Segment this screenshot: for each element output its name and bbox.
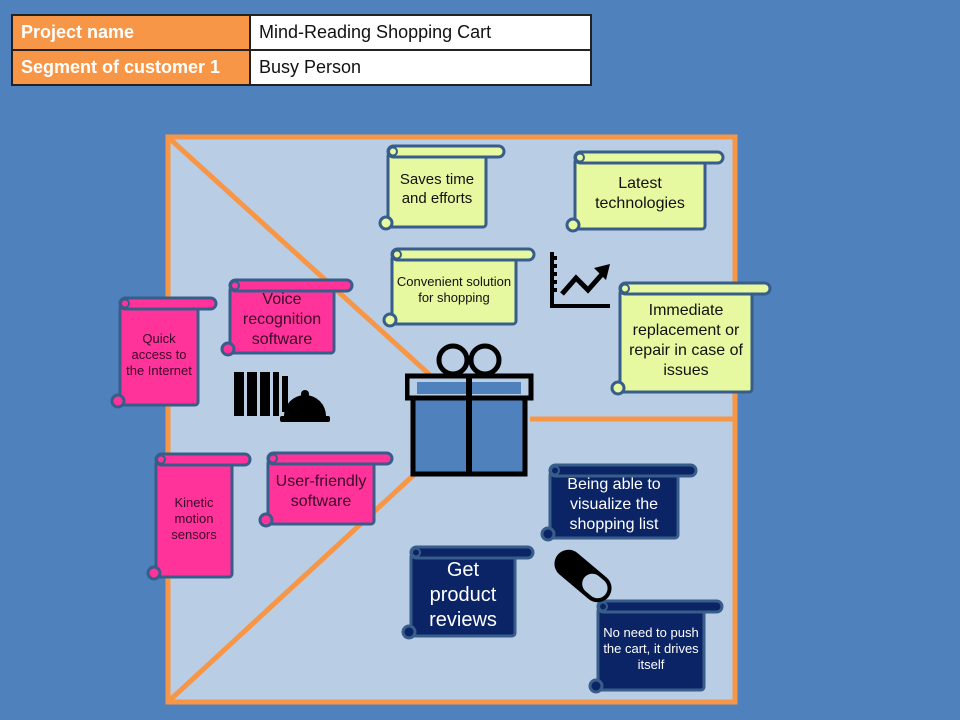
- divider-diagonal-top: [168, 137, 432, 377]
- scroll-shape: [401, 545, 535, 640]
- product-scroll-voice-recognition: Voice recognition software: [220, 278, 354, 357]
- service-bell-icon: [234, 372, 330, 422]
- scroll-shape: [110, 296, 218, 409]
- scroll-text: Being able to visualize the shopping lis…: [567, 476, 661, 533]
- scroll-text: Quick access to the Internet: [126, 330, 192, 379]
- scroll-shape: [258, 451, 394, 528]
- scroll-text: Immediate replacement or repair in case …: [629, 302, 743, 379]
- scroll-text: Saves time and efforts: [399, 171, 475, 207]
- product-scroll-kinetic-sensors: Kinetic motion sensors: [146, 452, 252, 581]
- customer-segment-value: Busy Person: [249, 49, 592, 86]
- pain-scroll-self-driving-cart: No need to push the cart, it drives itse…: [588, 599, 724, 694]
- project-header-table: Project name Mind-Reading Shopping Cart …: [11, 14, 592, 86]
- scroll-shape: [588, 599, 724, 694]
- scroll-shape: [378, 144, 506, 231]
- customer-segment-label: Segment of customer 1: [11, 49, 251, 86]
- pain-scroll-visualize-list: Being able to visualize the shopping lis…: [540, 463, 698, 542]
- gain-scroll-saves-time: Saves time and efforts: [378, 144, 506, 231]
- project-name-label: Project name: [11, 14, 251, 51]
- project-name-row: Project name Mind-Reading Shopping Cart: [11, 14, 592, 51]
- customer-segment-row: Segment of customer 1 Busy Person: [11, 49, 592, 86]
- scroll-shape: [220, 278, 354, 357]
- scroll-text: Convenient solution for shopping: [396, 273, 512, 305]
- scroll-shape: [610, 281, 772, 396]
- pill-icon: [554, 549, 612, 603]
- scroll-text: No need to push the cart, it drives itse…: [603, 624, 699, 673]
- gain-scroll-convenient: Convenient solution for shopping: [382, 247, 536, 328]
- scroll-text: Latest technologies: [595, 175, 685, 212]
- product-scroll-quick-access: Quick access to the Internet: [110, 296, 218, 409]
- scroll-text: Get product reviews: [429, 558, 497, 631]
- growth-chart-icon: [550, 252, 610, 308]
- gain-scroll-latest-tech: Latest technologies: [565, 150, 725, 233]
- pain-scroll-product-reviews: Get product reviews: [401, 545, 535, 640]
- scroll-shape: [146, 452, 252, 581]
- product-scroll-user-friendly: User-friendly software: [258, 451, 394, 528]
- scroll-text: Voice recognition software: [242, 291, 322, 348]
- scroll-shape: [540, 463, 698, 542]
- gift-icon: [405, 343, 534, 477]
- scroll-shape: [382, 247, 536, 328]
- divider-diagonal-bottom: [168, 458, 432, 702]
- scroll-shape: [565, 150, 725, 233]
- project-name-value: Mind-Reading Shopping Cart: [249, 14, 592, 51]
- gain-scroll-immediate-replacement: Immediate replacement or repair in case …: [610, 281, 772, 396]
- scroll-text: Kinetic motion sensors: [171, 494, 217, 543]
- scroll-text: User-friendly software: [275, 473, 367, 510]
